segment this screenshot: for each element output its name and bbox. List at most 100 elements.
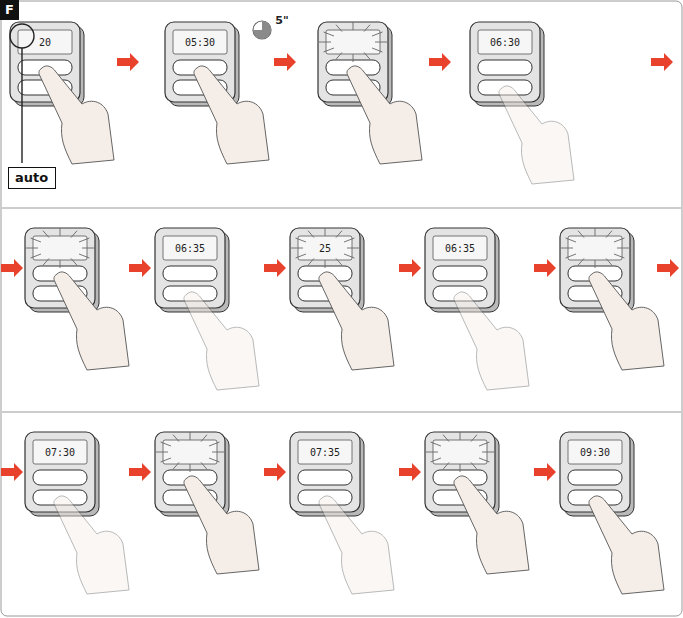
blink-ray <box>353 54 354 62</box>
pressing-hand <box>194 66 269 164</box>
blink-ray <box>375 42 387 43</box>
timer-device <box>318 22 422 164</box>
blink-ray <box>336 52 342 59</box>
flow-arrow <box>264 463 286 481</box>
blink-ray <box>190 464 191 472</box>
blink-ray <box>566 254 576 258</box>
blink-ray <box>156 452 168 453</box>
blink-ray <box>353 22 354 30</box>
device-display <box>478 30 532 54</box>
device-display <box>326 30 380 54</box>
blink-ray <box>443 435 449 442</box>
device-display <box>433 440 487 464</box>
blink-ray <box>561 248 573 249</box>
blink-ray <box>325 228 326 236</box>
flow-arrow <box>129 463 151 481</box>
blink-ray <box>578 231 584 238</box>
blink-ray <box>460 464 461 472</box>
blink-ray <box>460 432 461 440</box>
button-label-box: auto <box>8 167 56 189</box>
blink-ray <box>43 231 49 238</box>
pressing-hand <box>184 292 259 390</box>
blink-ray <box>31 254 41 258</box>
blink-ray <box>578 258 584 265</box>
display-reading: 05:30 <box>185 37 215 48</box>
device-display <box>173 30 227 54</box>
blink-ray <box>173 462 179 469</box>
blink-ray <box>319 42 331 43</box>
device-button <box>163 266 217 281</box>
blink-ray <box>82 248 94 249</box>
pressing-hand <box>499 86 574 184</box>
blink-ray <box>431 442 441 446</box>
blink-ray <box>344 254 354 258</box>
device-button <box>568 470 622 485</box>
device-display <box>163 236 217 260</box>
flow-arrow <box>1 463 23 481</box>
device-display <box>298 236 352 260</box>
flow-arrow <box>274 53 296 71</box>
flow-arrow <box>117 53 139 71</box>
blink-ray <box>479 458 489 462</box>
device-display <box>568 236 622 260</box>
device-display <box>33 440 87 464</box>
blink-ray <box>201 462 207 469</box>
timer-device <box>470 22 574 184</box>
device-display <box>298 440 352 464</box>
device-display <box>433 236 487 260</box>
blink-ray <box>614 238 624 242</box>
timer-device <box>290 432 394 594</box>
blink-ray <box>347 248 359 249</box>
blink-ray <box>595 260 596 268</box>
blink-ray <box>71 258 77 265</box>
blink-ray <box>209 442 219 446</box>
display-reading: 20 <box>39 37 51 48</box>
clock-icon <box>253 21 271 39</box>
blink-ray <box>173 435 179 442</box>
blink-ray <box>479 442 489 446</box>
flow-arrow <box>651 53 673 71</box>
pressing-hand <box>319 272 394 370</box>
blink-ray <box>26 248 38 249</box>
figure-letter-box: F <box>0 0 19 20</box>
blink-ray <box>372 48 382 52</box>
blink-ray <box>471 435 477 442</box>
blink-ray <box>296 254 306 258</box>
timer-device <box>25 432 129 594</box>
blink-ray <box>60 228 61 236</box>
blink-ray <box>325 260 326 268</box>
flow-arrow <box>657 259 679 277</box>
pressing-hand <box>54 496 129 594</box>
blink-ray <box>79 254 89 258</box>
blink-ray <box>209 458 219 462</box>
blink-ray <box>60 260 61 268</box>
timer-device <box>425 432 529 574</box>
device-display <box>163 440 217 464</box>
flow-arrow <box>534 463 556 481</box>
device-button <box>478 60 532 75</box>
timer-device <box>165 22 269 164</box>
flow-arrow <box>399 259 421 277</box>
blink-ray <box>31 238 41 242</box>
pressing-hand <box>347 66 422 164</box>
device-button <box>433 266 487 281</box>
blink-ray <box>190 432 191 440</box>
display-reading: 06:30 <box>490 37 520 48</box>
blink-ray <box>324 48 334 52</box>
display-reading: 25 <box>319 243 331 254</box>
device-display <box>568 440 622 464</box>
blink-ray <box>324 32 334 36</box>
leader-line <box>21 48 22 163</box>
blink-ray <box>296 238 306 242</box>
button-label: auto <box>15 170 49 186</box>
row-separator <box>2 412 681 413</box>
display-reading: 06:35 <box>445 243 475 254</box>
clock-wedge <box>253 21 271 39</box>
device-display <box>18 30 72 54</box>
figure-letter: F <box>5 2 14 18</box>
blink-ray <box>431 458 441 462</box>
pressing-hand <box>589 272 664 370</box>
